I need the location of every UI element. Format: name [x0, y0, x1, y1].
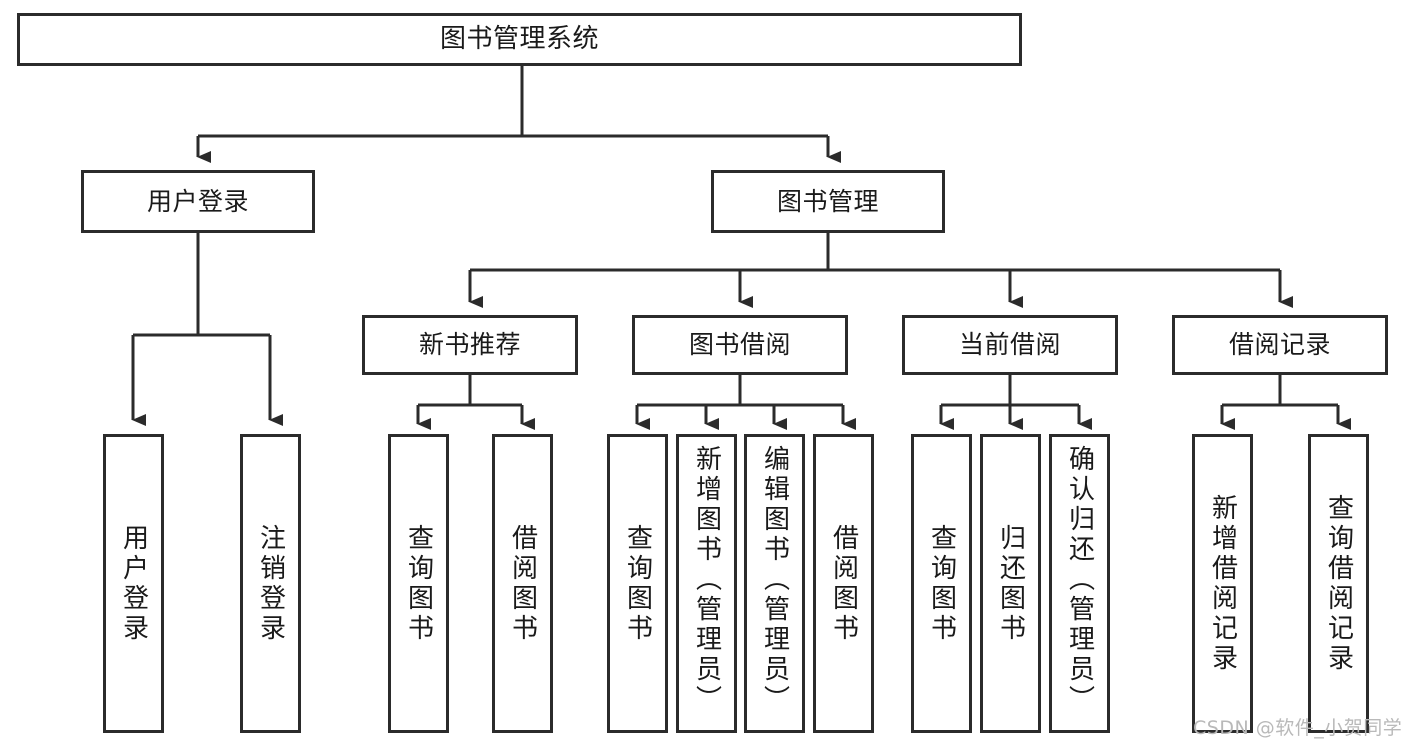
node-user-login[interactable]: 用户登录: [81, 170, 315, 233]
leaf-edit-book-admin[interactable]: 编辑图书（管理员）: [744, 434, 805, 733]
node-label: 借阅记录: [1228, 330, 1331, 360]
node-new-book-recommend[interactable]: 新书推荐: [362, 315, 578, 375]
node-current-borrow[interactable]: 当前借阅: [902, 315, 1118, 375]
node-root-book-management-system[interactable]: 图书管理系统: [17, 13, 1022, 66]
leaf-return-book[interactable]: 归还图书: [980, 434, 1041, 733]
leaf-add-book-admin[interactable]: 新增图书（管理员）: [676, 434, 737, 733]
node-label: 新书推荐: [418, 330, 521, 360]
node-label: 新增借阅记录: [1207, 493, 1238, 674]
leaf-borrow-book-recommend[interactable]: 借阅图书: [492, 434, 553, 733]
node-label: 图书管理: [776, 186, 879, 216]
node-label: 编辑图书（管理员）: [759, 445, 790, 715]
node-label: 归还图书: [995, 523, 1026, 644]
node-label: 用户登录: [146, 186, 249, 216]
node-book-management[interactable]: 图书管理: [711, 170, 945, 233]
node-label: 查询图书: [622, 523, 653, 644]
leaf-query-book-current[interactable]: 查询图书: [911, 434, 972, 733]
node-label: 图书借阅: [688, 330, 791, 360]
node-label: 当前借阅: [958, 330, 1061, 360]
node-label: 确认归还（管理员）: [1064, 445, 1095, 715]
csdn-watermark: CSDN @软件_小贺同学: [1193, 717, 1403, 739]
node-label: 注销登录: [255, 523, 286, 644]
node-label: 新增图书（管理员）: [691, 445, 722, 715]
leaf-confirm-return-admin[interactable]: 确认归还（管理员）: [1049, 434, 1110, 733]
leaf-query-book-borrow[interactable]: 查询图书: [607, 434, 668, 733]
leaf-query-borrow-record[interactable]: 查询借阅记录: [1308, 434, 1369, 733]
node-book-borrow[interactable]: 图书借阅: [632, 315, 848, 375]
node-label: 图书管理系统: [439, 24, 599, 55]
leaf-borrow-book[interactable]: 借阅图书: [813, 434, 874, 733]
node-label: 借阅图书: [507, 523, 538, 644]
leaf-add-borrow-record[interactable]: 新增借阅记录: [1192, 434, 1253, 733]
node-borrow-record[interactable]: 借阅记录: [1172, 315, 1388, 375]
leaf-query-book-recommend[interactable]: 查询图书: [388, 434, 449, 733]
node-label: 查询借阅记录: [1323, 493, 1354, 674]
node-label: 查询图书: [926, 523, 957, 644]
node-label: 查询图书: [403, 523, 434, 644]
node-label: 用户登录: [118, 523, 149, 644]
leaf-user-login[interactable]: 用户登录: [103, 434, 164, 733]
node-label: 借阅图书: [828, 523, 859, 644]
leaf-logout-login[interactable]: 注销登录: [240, 434, 301, 733]
